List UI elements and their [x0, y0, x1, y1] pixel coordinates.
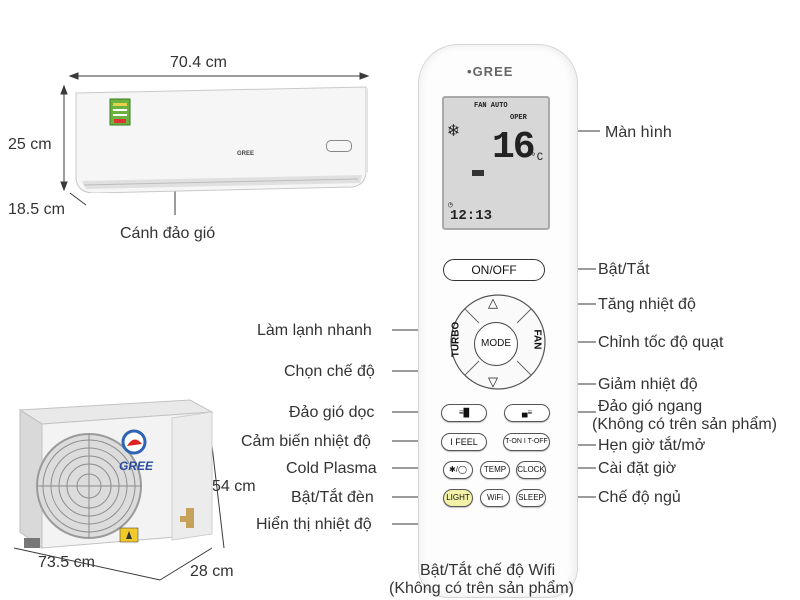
outdoor-depth-label: 28 cm — [190, 563, 234, 580]
callout-fan-speed: Chỉnh tốc độ quạt — [598, 334, 724, 351]
indoor-depth-label: 18.5 cm — [8, 201, 65, 218]
callout-horizontal-swing: Đảo gió ngang — [598, 398, 703, 415]
outdoor-width-line — [13, 547, 161, 581]
outdoor-depth-line — [159, 547, 213, 581]
indoor-unit-image — [75, 86, 368, 193]
callout-select-mode: Chọn chế độ — [284, 363, 375, 380]
callout-on-off: Bật/Tắt — [598, 261, 650, 278]
callout-timer: Hẹn giờ tắt/mở — [598, 437, 706, 454]
vertical-swing-icon: ≡█ — [458, 408, 470, 417]
turbo-button[interactable]: TURBO — [450, 321, 462, 358]
timer-button[interactable]: T-ON I T-OFF — [503, 433, 550, 451]
cold-plasma-button[interactable]: ✱/◯ — [443, 461, 473, 479]
callout-temp-up: Tăng nhiệt độ — [598, 296, 696, 313]
snowflake-icon: ❄ — [448, 122, 459, 142]
lcd-oper: OPER — [510, 114, 527, 122]
remote-brand-logo: •GREE — [467, 64, 514, 79]
clock-button[interactable]: CLOCK — [516, 461, 546, 479]
horizontal-swing-icon: ▄≡ — [521, 408, 533, 417]
indoor-width-label: 70.4 cm — [170, 54, 227, 71]
wifi-button[interactable]: WiFi — [480, 489, 510, 507]
light-button[interactable]: LIGHT — [443, 489, 473, 507]
outdoor-brand-logo: GREE — [119, 459, 154, 473]
lcd-clock-icon: ◷ — [448, 201, 453, 210]
indoor-brand-logo: GREE — [237, 151, 255, 157]
indoor-height-label: 25 cm — [8, 136, 52, 153]
swing-flap-label: Cánh đảo gió — [120, 225, 216, 242]
callout-light: Bật/Tắt đèn — [291, 489, 374, 506]
outdoor-unit-image — [18, 399, 214, 549]
horizontal-swing-button[interactable]: ▄≡ — [504, 404, 550, 422]
callout-cold-plasma: Cold Plasma — [286, 460, 377, 477]
temp-up-button[interactable]: △ — [488, 295, 498, 311]
lcd-temp-unit: °C — [530, 152, 544, 164]
callout-wifi: Bật/Tắt chế độ Wifi — [420, 562, 556, 579]
callout-not-on-product: (Không có trên sản phẩm) — [592, 416, 777, 433]
callout-screen: Màn hình — [605, 124, 672, 141]
remote-lcd-screen: FAN AUTO OPER ❄ 16 °C ◷ 12:13 — [442, 96, 550, 230]
on-off-button[interactable]: ON/OFF — [443, 259, 545, 281]
outdoor-height-label: 54 cm — [212, 478, 256, 495]
callout-quick-cool: Làm lạnh nhanh — [257, 322, 372, 339]
i-feel-button[interactable]: I FEEL — [441, 433, 487, 451]
lcd-clock: 12:13 — [450, 208, 493, 224]
arrow-up-icon: △ — [488, 295, 498, 310]
arrow-down-icon: ▽ — [488, 374, 498, 389]
temp-down-button[interactable]: ▽ — [488, 374, 498, 390]
vertical-swing-button[interactable]: ≡█ — [441, 404, 487, 422]
callout-show-temp: Hiển thị nhiệt độ — [256, 516, 372, 533]
callout-vertical-swing: Đảo gió dọc — [289, 404, 375, 421]
lcd-temperature: 16 — [492, 126, 536, 169]
lcd-fan-auto: FAN AUTO — [474, 102, 508, 110]
outdoor-width-label: 73.5 cm — [38, 554, 95, 571]
inverter-badge-icon — [326, 140, 352, 152]
fan-button[interactable]: FAN — [531, 329, 543, 350]
remote-brand-text: GREE — [472, 64, 514, 79]
temp-display-button[interactable]: TEMP — [480, 461, 510, 479]
depth-dimension-line — [69, 192, 87, 206]
sleep-button[interactable]: SLEEP — [516, 489, 546, 507]
callout-sleep: Chế độ ngủ — [598, 489, 681, 506]
callout-set-clock: Cài đặt giờ — [598, 460, 677, 477]
mode-button[interactable]: MODE — [474, 322, 518, 366]
callout-wifi-not-on-product: (Không có trên sản phẩm) — [389, 580, 574, 597]
callout-temp-down: Giảm nhiệt độ — [598, 376, 698, 393]
plasma-icon: ✱/◯ — [449, 465, 467, 474]
lcd-swing-icon — [472, 170, 484, 176]
callout-temp-sensor: Cảm biến nhiệt độ — [241, 433, 371, 450]
